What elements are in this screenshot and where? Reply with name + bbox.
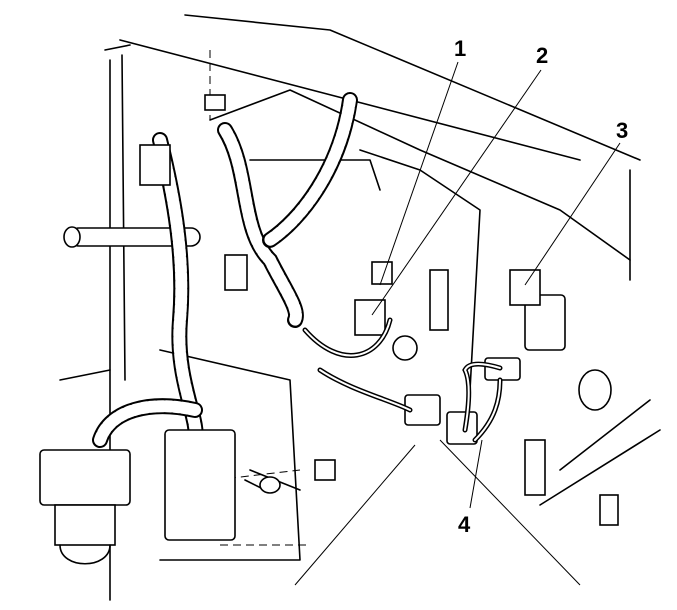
- callout-2: 2: [536, 43, 549, 68]
- callout-1: 1: [454, 36, 467, 61]
- leader-line-4: [469, 439, 483, 509]
- leader-line-3: [524, 142, 621, 286]
- steering-column-rod: [63, 226, 201, 248]
- callout-4: 4: [458, 512, 471, 537]
- jumper-harness: [302, 317, 503, 443]
- leader-line-1: [379, 61, 459, 286]
- leader-line-2: [371, 69, 542, 316]
- callout-3: 3: [616, 118, 629, 143]
- main-harness: [92, 92, 358, 448]
- leader-lines: [294, 61, 621, 586]
- connectors: [39, 94, 619, 565]
